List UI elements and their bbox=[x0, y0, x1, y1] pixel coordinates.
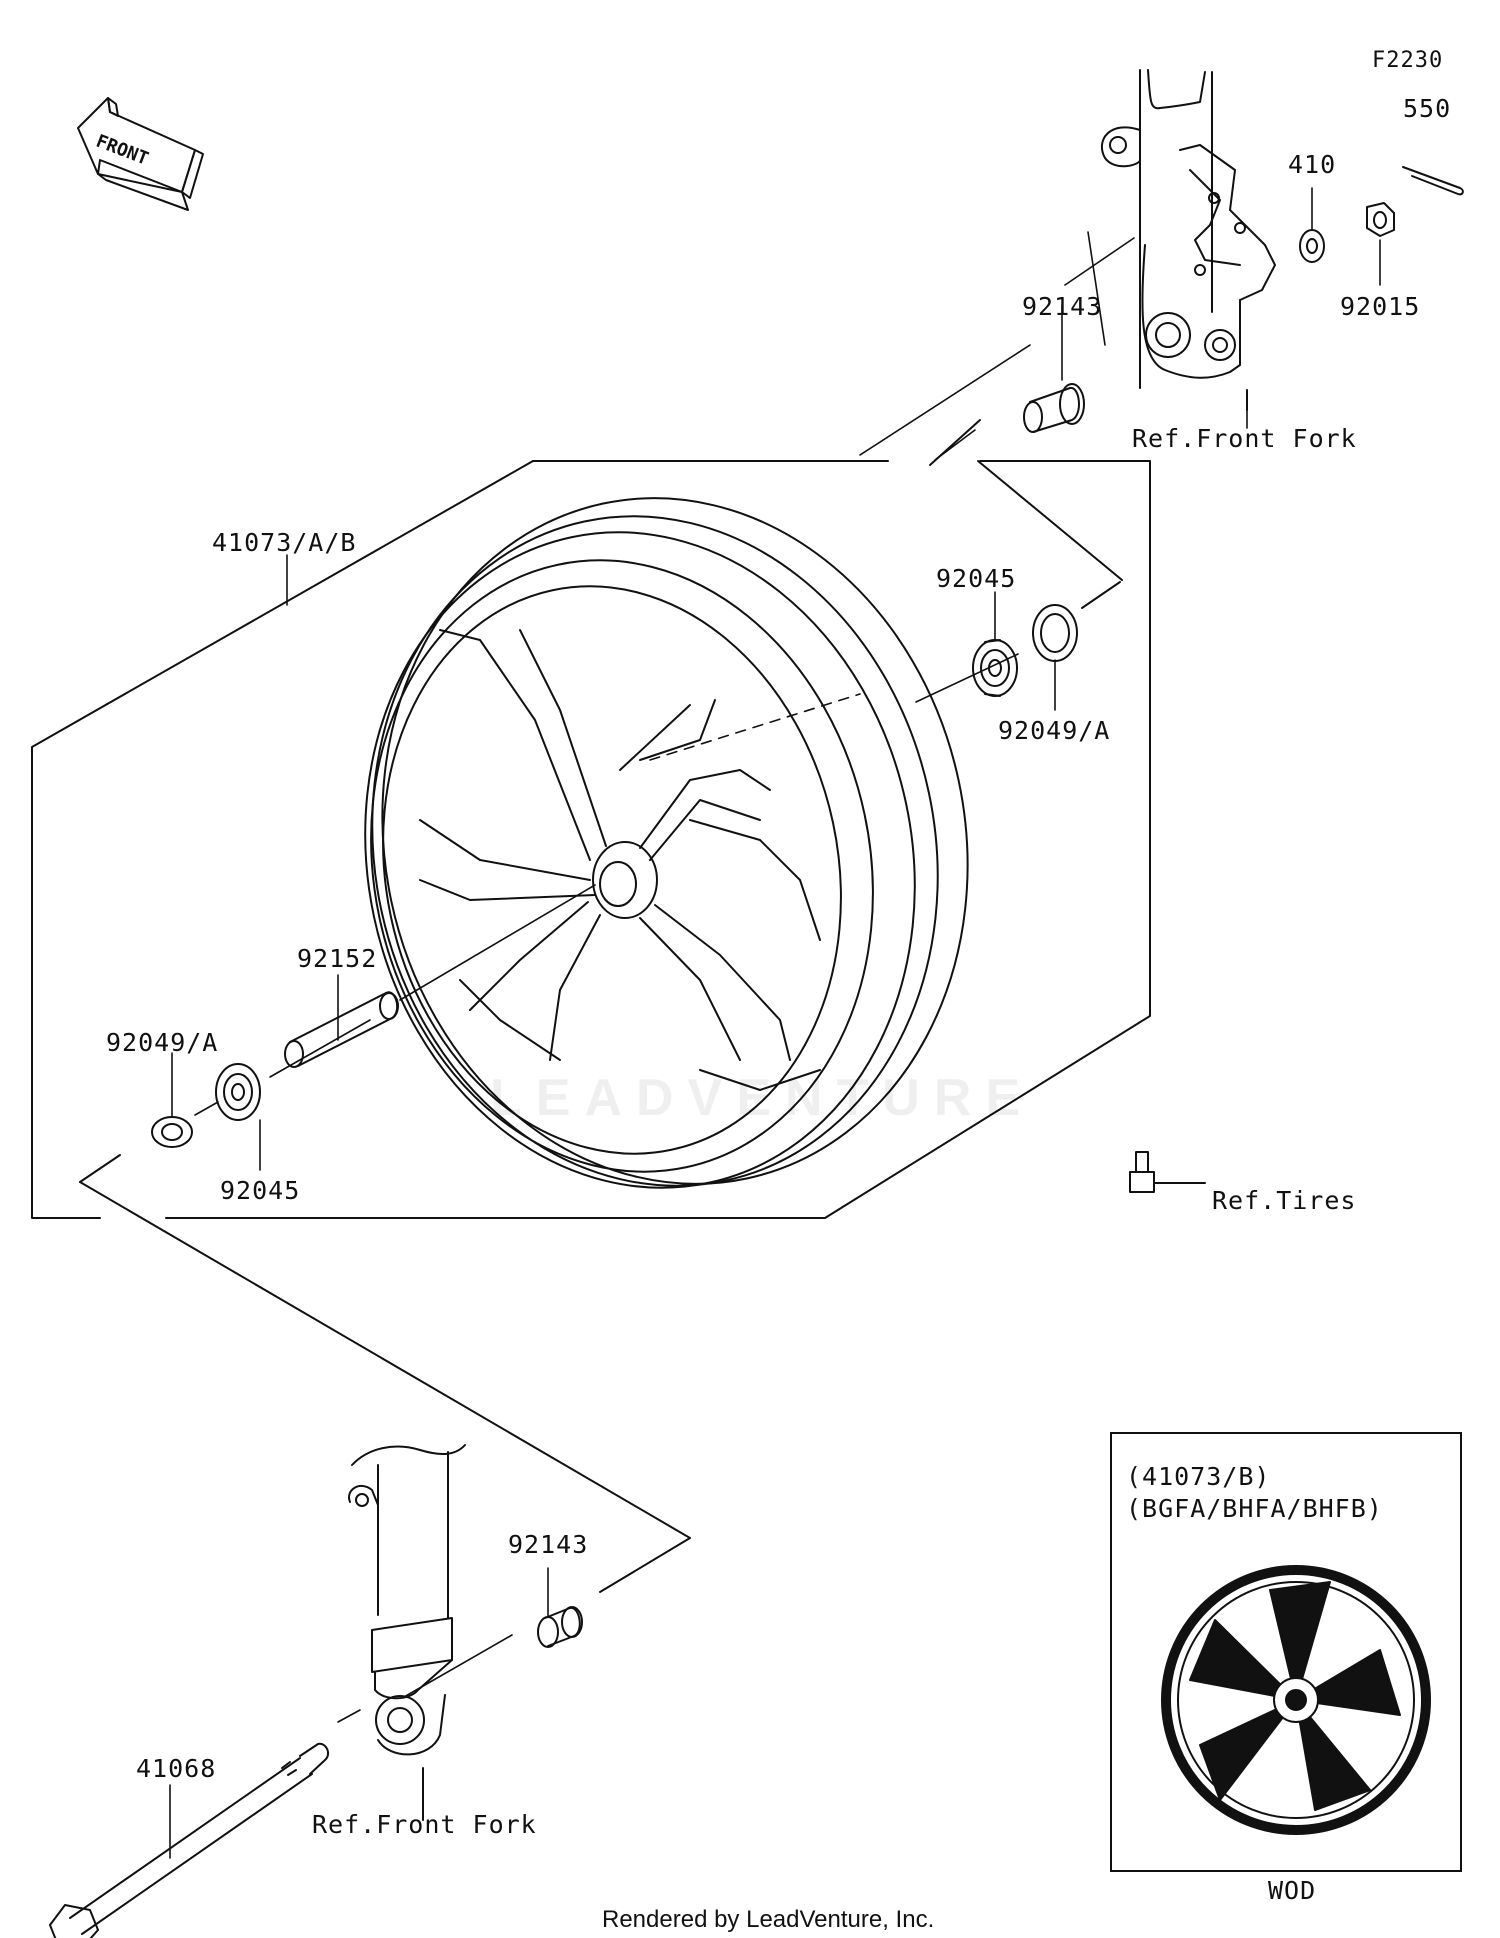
part-label-410[interactable]: 410 bbox=[1288, 150, 1337, 179]
part-label-92152[interactable]: 92152 bbox=[297, 944, 378, 973]
part-label-41073[interactable]: 41073/A/B bbox=[212, 528, 357, 557]
bearing-92045-right-icon bbox=[972, 639, 1018, 697]
cotter-pin-550-icon bbox=[1402, 166, 1464, 196]
part-label-92045-left[interactable]: 92045 bbox=[220, 1176, 301, 1205]
collar-92143-bottom-icon bbox=[537, 1606, 583, 1648]
part-label-41068[interactable]: 41068 bbox=[136, 1754, 217, 1783]
front-fork-bottom bbox=[348, 1444, 466, 1821]
front-wheel bbox=[364, 497, 969, 1189]
part-label-92045-right[interactable]: 92045 bbox=[936, 564, 1017, 593]
front-fork-top bbox=[1100, 69, 1276, 411]
inset-caption: WOD bbox=[1268, 1876, 1317, 1905]
wheel-assembly-outline bbox=[31, 460, 1151, 1219]
inset-model-codes: (BGFA/BHFA/BHFB) bbox=[1126, 1494, 1383, 1523]
watermark: LEADVENTURE bbox=[490, 1069, 1035, 1127]
washer-410-icon bbox=[1299, 229, 1325, 263]
nut-92015-icon bbox=[1366, 202, 1395, 237]
part-label-92049a-right[interactable]: 92049/A bbox=[998, 716, 1111, 745]
part-label-550[interactable]: 550 bbox=[1403, 94, 1452, 123]
collar-92143-top-icon bbox=[1023, 383, 1085, 433]
ref-front-fork-bottom[interactable]: Ref.Front Fork bbox=[312, 1810, 537, 1839]
part-label-92143-bottom[interactable]: 92143 bbox=[508, 1530, 589, 1559]
valve-stem-icon bbox=[1129, 1151, 1206, 1193]
figure-code: F2230 bbox=[1372, 48, 1444, 73]
label-leaders bbox=[169, 187, 1381, 1859]
axle-41068-icon bbox=[49, 1742, 329, 1938]
axis-lines bbox=[194, 231, 1135, 1723]
inset-panel bbox=[1110, 1432, 1462, 1872]
spacer-92152-icon bbox=[284, 991, 399, 1068]
bearing-92045-left-icon bbox=[215, 1063, 261, 1121]
ref-front-fork-top[interactable]: Ref.Front Fork bbox=[1132, 424, 1357, 453]
part-label-92015[interactable]: 92015 bbox=[1340, 292, 1421, 321]
seal-92049a-left-icon bbox=[151, 1116, 193, 1148]
ref-tires[interactable]: Ref.Tires bbox=[1212, 1186, 1357, 1215]
footer-credit: Rendered by LeadVenture, Inc. bbox=[602, 1906, 935, 1933]
part-label-92143-top[interactable]: 92143 bbox=[1022, 292, 1103, 321]
inset-wheel-image bbox=[1161, 1565, 1431, 1835]
inset-part-code: (41073/B) bbox=[1126, 1462, 1271, 1491]
seal-92049a-right-icon bbox=[1032, 604, 1078, 662]
front-arrow-icon: FRONT bbox=[77, 97, 204, 211]
part-label-92049a-left[interactable]: 92049/A bbox=[106, 1028, 219, 1057]
